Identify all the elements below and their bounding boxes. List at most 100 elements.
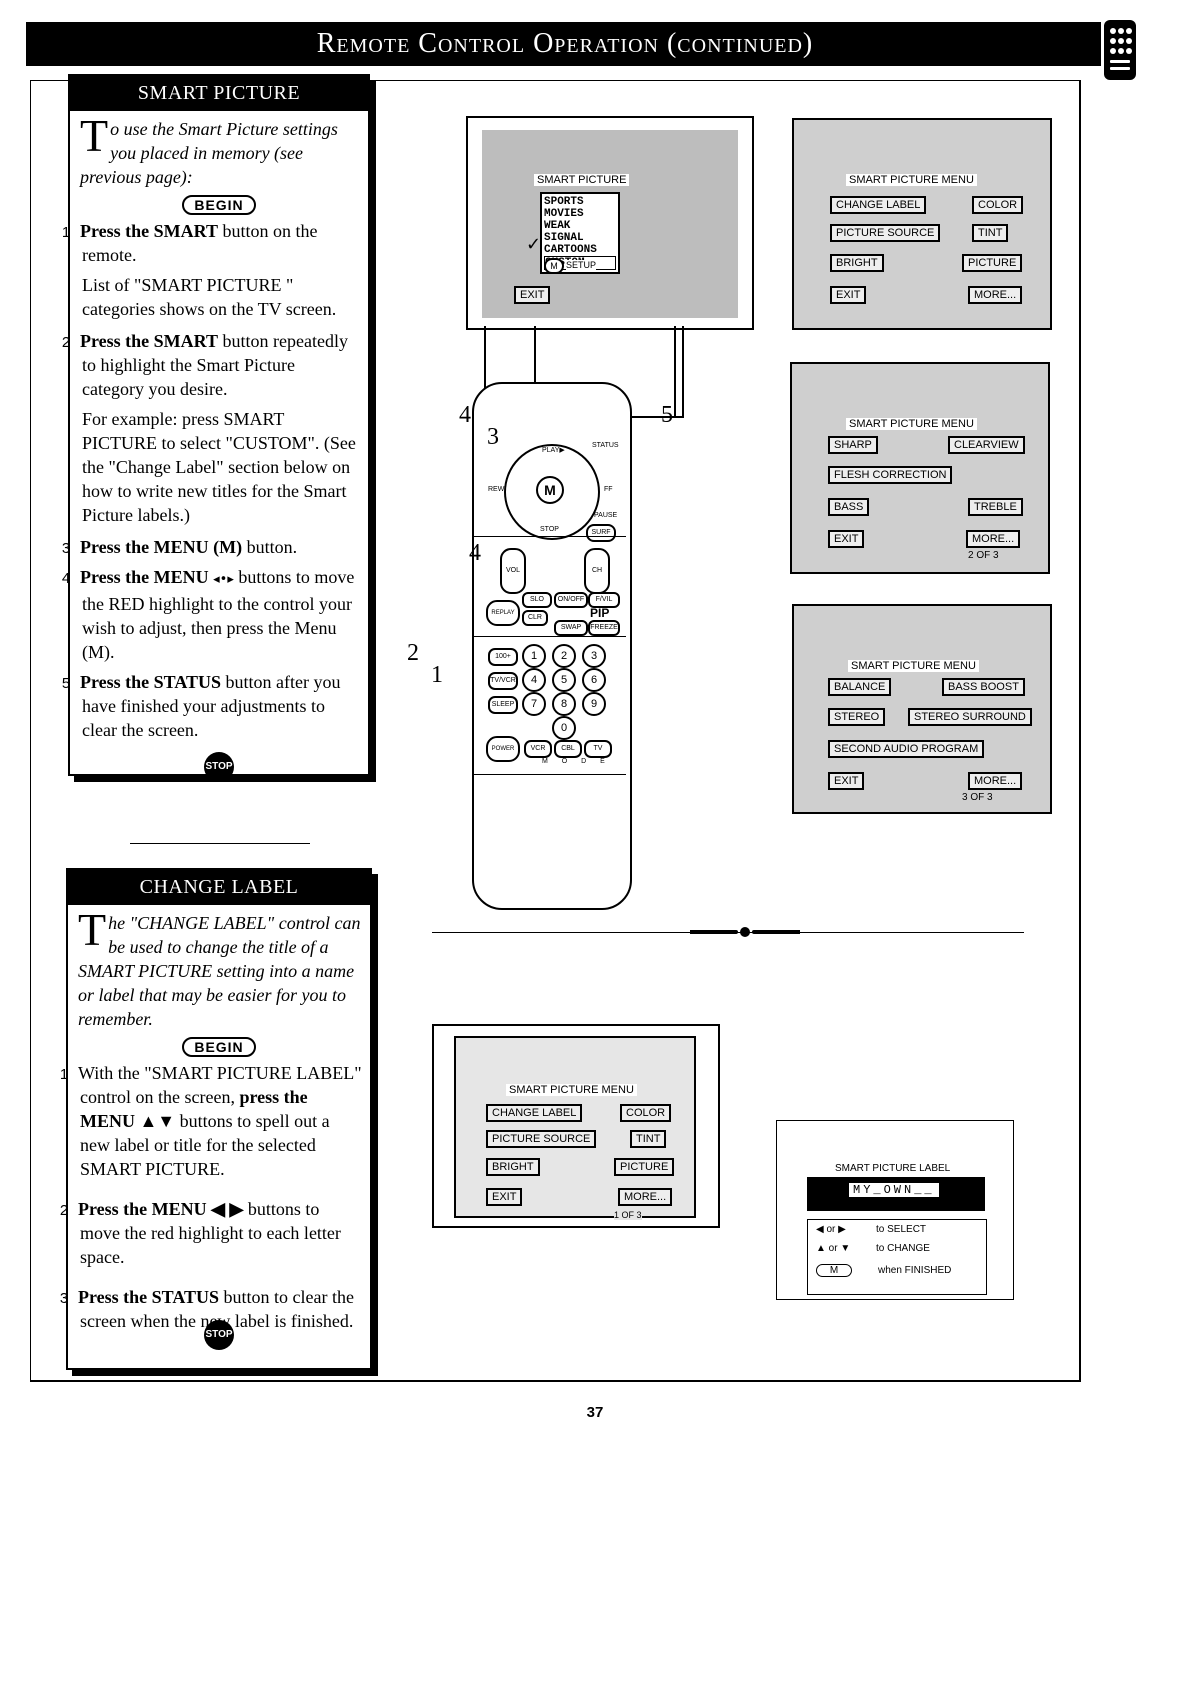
step-number: 5 [61,675,71,692]
intro-text: he "CHANGE LABEL" control can be used to… [78,913,361,1029]
step-number: 4 [61,570,71,587]
menu-screen-title: SMART PICTURE MENU [848,660,979,672]
hint-key: M [816,1264,852,1277]
frame-right-line [1079,80,1081,1380]
step-number: 2 [61,334,71,351]
step-text: button after you have finished your adju… [82,672,341,740]
intro-dropcap: T [78,904,107,955]
left-separator [130,843,310,844]
remote-key-6[interactable]: 6 [582,668,606,692]
remote-key-5[interactable]: 5 [552,668,576,692]
remote-vcr-button[interactable]: VCR [524,740,552,758]
menu-item: CLEARVIEW [948,436,1025,454]
remote-swap-button[interactable]: SWAP [554,620,588,636]
list-item: CARTOONS [544,244,597,256]
stop-icon: STOP [204,1320,234,1350]
list-item: WEAK SIGNAL [544,220,584,244]
menu-item: EXIT [486,1188,523,1206]
menu-item: BRIGHT [830,254,884,272]
remote-label-status: STATUS [592,442,619,449]
remote-power-button[interactable]: POWER [486,736,520,762]
callout-step-1: 1 [431,662,443,688]
intro-dropcap: T [80,110,109,161]
menu-item: SHARP [828,436,878,454]
begin-label: BEGIN [182,195,256,215]
menu-item: EXIT [828,772,865,790]
menu-item: COLOR [620,1104,672,1122]
remote-surf-button[interactable]: SURF [586,524,616,542]
remote-key-4[interactable]: 4 [522,668,546,692]
tv-main-exit: EXIT [514,286,551,304]
remote-key-3[interactable]: 3 [582,644,606,668]
menu-item: SECOND AUDIO PROGRAM [828,740,985,758]
remote-freeze-button[interactable]: FREEZE [588,620,620,636]
begin-badge: BEGIN [70,195,368,215]
remote-cbl-button[interactable]: CBL [554,740,582,758]
remote-slo-button[interactable]: SLO [522,592,552,608]
step-bold: press the MENU ▲▼ [80,1087,308,1131]
menu-item: BALANCE [828,678,892,696]
header-bar [26,22,1101,66]
remote-key-1[interactable]: 1 [522,644,546,668]
menu-page-indicator: 2 OF 3 [968,550,999,561]
remote-onoff-button[interactable]: ON/OFF [554,592,588,608]
remote-key-9[interactable]: 9 [582,692,606,716]
hint-text: to CHANGE [876,1243,930,1254]
step-bold: Press the MENU (M) [80,537,243,557]
remote-label-play: PLAY▶ [542,447,565,454]
step-text: button repeatedly to highlight the Smart… [82,331,348,399]
menu-item-highlighted: CHANGE LABEL [486,1104,583,1122]
remote-key-0[interactable]: 0 [552,716,576,740]
menu-item: BRIGHT [486,1158,540,1176]
remote-vol-button[interactable]: VOL [500,548,526,594]
menu-item: BASS BOOST [942,678,1025,696]
remote-tv-button[interactable]: TV [584,740,612,758]
frame-left-line [30,80,31,1380]
hint-row: ▲ or ▼ to CHANGE [816,1243,986,1254]
remote-tvvcr-button[interactable]: TV/VCR [488,672,518,690]
step-number: 3 [61,540,71,557]
change-label-heading: CHANGE LABEL [68,870,370,905]
remote-label-ff: FF [604,486,613,493]
step-pre: With the "SMART PICTURE LABEL" control o… [78,1063,362,1107]
remote-mid-divider [474,536,626,537]
step-number: 1 [59,1066,69,1083]
callout-step-3: 3 [487,424,499,450]
page-title: Remote Control Operation (continued) [316,28,814,59]
hint-key: ▲ or ▼ [816,1243,851,1254]
remote-fvil-button[interactable]: F/VIL [588,592,620,608]
step-bold: Press the STATUS [78,1287,220,1307]
remote-replay-button[interactable]: REPLAY [486,600,520,626]
label-value-field: MY_OWN__ [807,1177,985,1211]
step-bold: Press the MENU [80,567,209,587]
remote-sleep-button[interactable]: SLEEP [488,696,518,714]
remote-100-button[interactable]: 100+ [488,648,518,666]
menu-m-icon: M [544,258,564,274]
bottom-menu-inner [454,1036,696,1218]
menu-item: CHANGE LABEL [830,196,927,214]
hint-key: ◀ or ▶ [816,1224,846,1235]
remote-ch-button[interactable]: CH [584,548,610,594]
callout-step-4-bottom: 4 [469,540,481,566]
remote-key-7[interactable]: 7 [522,692,546,716]
bottom-menu-tv: SMART PICTURE MENU CHANGE LABEL PICTURE … [432,1024,720,1228]
remote-key-2[interactable]: 2 [552,644,576,668]
menu-item: BASS [828,498,870,516]
menu-item: TREBLE [968,498,1023,516]
remote-mode-label: M O D E [542,758,611,765]
remote-key-8[interactable]: 8 [552,692,576,716]
sp-step-1-note: List of "SMART PICTURE " categories show… [82,275,337,319]
list-item: MOVIES [544,208,584,220]
page-number: 37 [586,1404,604,1421]
remote-menu-button[interactable]: M [536,476,564,504]
remote-bottom-divider [474,774,626,775]
step-number: 3 [59,1290,69,1307]
menu-item: PICTURE SOURCE [486,1130,597,1148]
remote-clr-button[interactable]: CLR [522,610,548,626]
